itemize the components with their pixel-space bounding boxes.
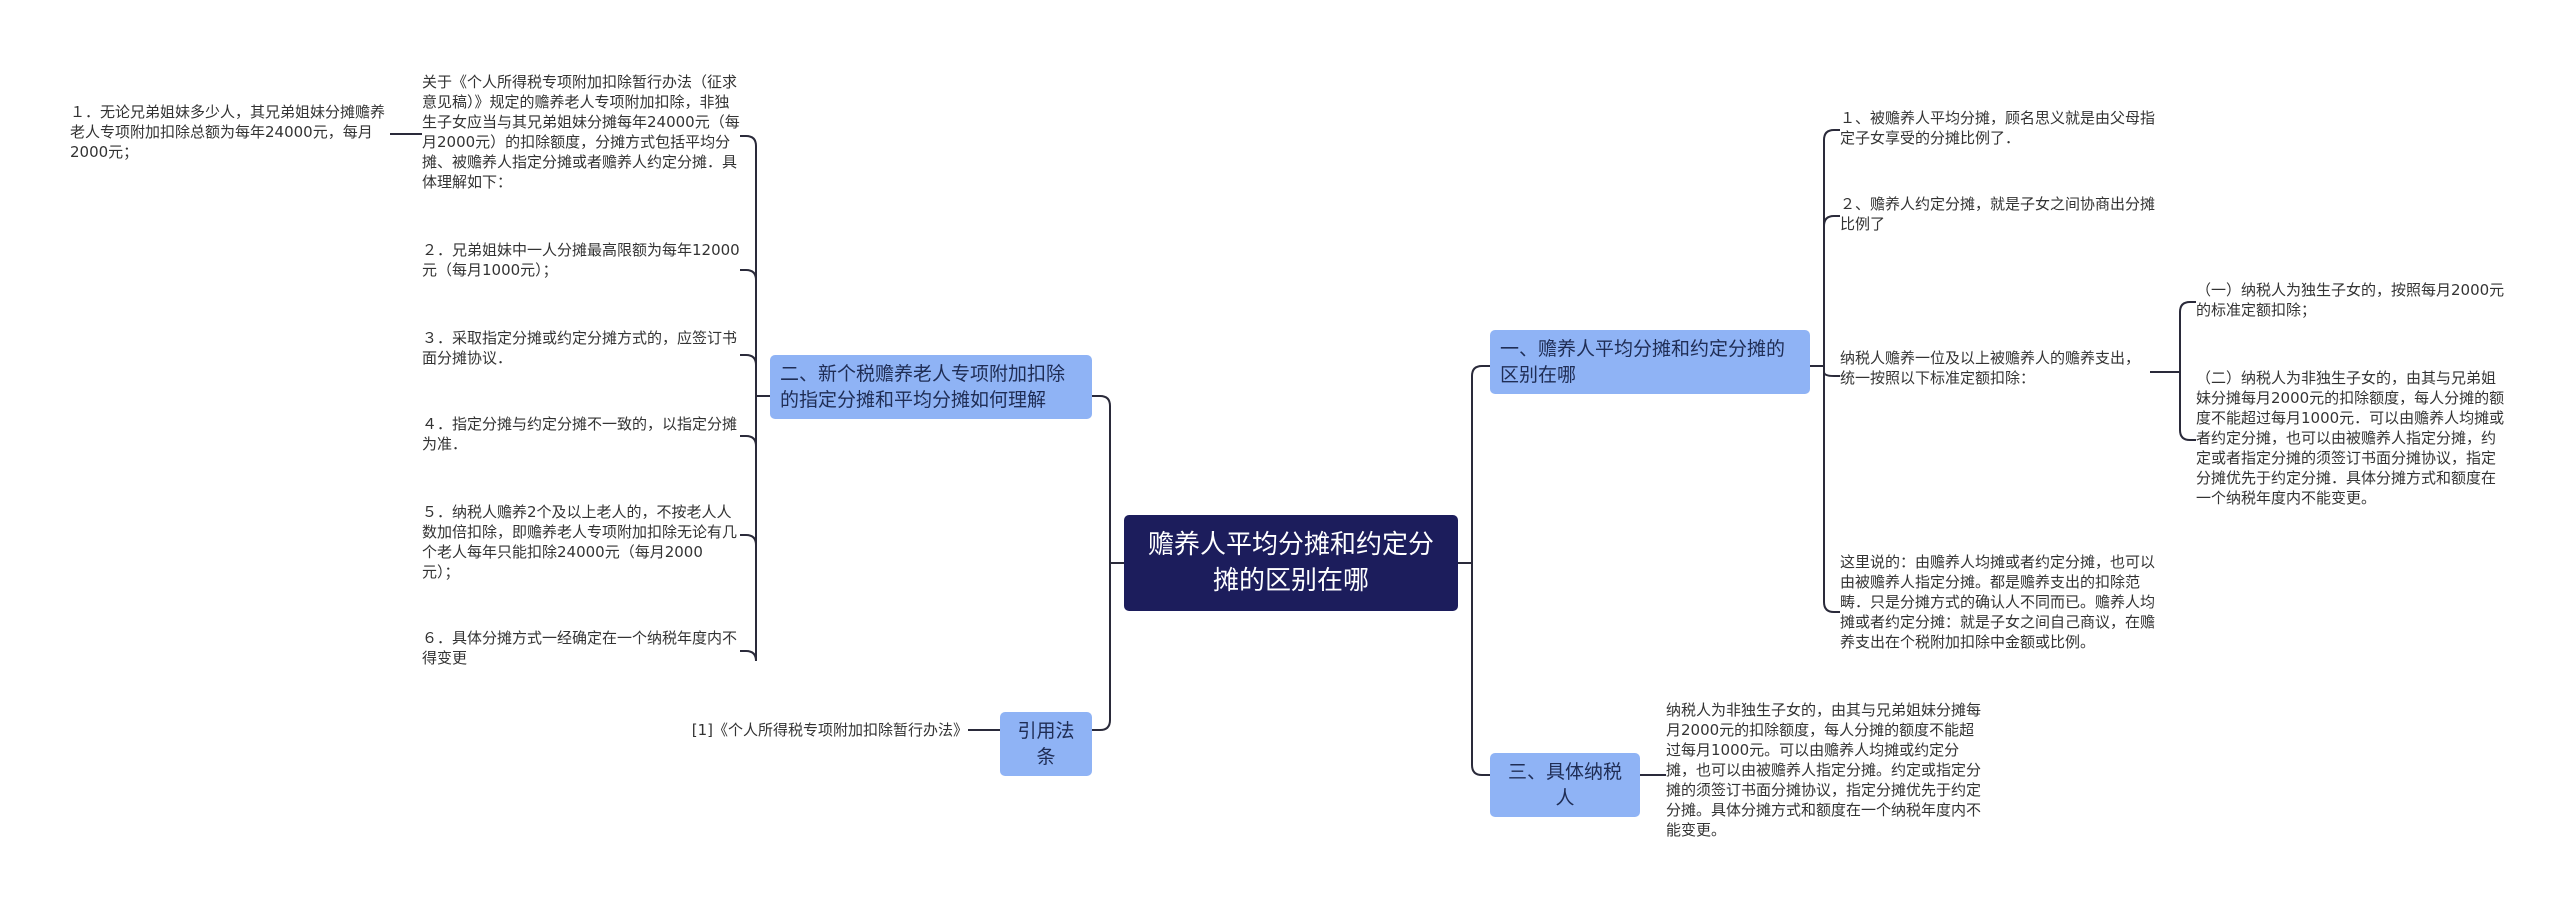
root-title: 赡养人平均分摊和约定分摊的区别在哪	[1147, 530, 1434, 596]
left-item-4: ４．指定分摊与约定分摊不一致的，以指定分摊为准．	[422, 415, 738, 453]
right-sub-item-2: （二）纳税人为非独生子女的，由其与兄弟姐妹分摊每月2000元的扣除额度，每人分摊…	[2196, 369, 2505, 507]
right-taxpayer-text: 纳税人为非独生子女的，由其与兄弟姐妹分摊每月2000元的扣除额度，每人分摊的额度…	[1666, 701, 1982, 839]
branch-left-understanding[interactable]: 二、新个税赡养老人专项附加扣除的指定分摊和平均分摊如何理解	[770, 355, 1092, 419]
left-item-6: ６．具体分摊方式一经确定在一个纳税年度内不得变更	[422, 629, 738, 667]
right-item-1: １、被赡养人平均分摊，顾名思义就是由父母指定子女享受的分摊比例了．	[1840, 109, 2156, 147]
branch-right-difference[interactable]: 一、赡养人平均分摊和约定分摊的区别在哪	[1490, 330, 1810, 394]
branch-left-citation[interactable]: 引用法条	[1000, 712, 1092, 776]
branch-right-difference-label: 一、赡养人平均分摊和约定分摊的区别在哪	[1500, 338, 1786, 386]
branch-left-understanding-label: 二、新个税赡养老人专项附加扣除的指定分摊和平均分摊如何理解	[780, 363, 1066, 411]
right-sub-item-1: （一）纳税人为独生子女的，按照每月2000元的标准定额扣除；	[2196, 281, 2505, 319]
left-item-5: ５．纳税人赡养2个及以上老人的，不按老人人数加倍扣除，即赡养老人专项附加扣除无论…	[422, 503, 738, 581]
root-topic[interactable]: 赡养人平均分摊和约定分摊的区别在哪	[1124, 515, 1458, 611]
branch-left-citation-label: 引用法条	[1017, 720, 1075, 768]
right-item-2: ２、赡养人约定分摊，就是子女之间协商出分摊比例了	[1840, 195, 2156, 233]
branch-right-taxpayer[interactable]: 三、具体纳税人	[1490, 753, 1640, 817]
right-item-3: 纳税人赡养一位及以上被赡养人的赡养支出，统一按照以下标准定额扣除：	[1840, 349, 2141, 387]
left-item-2: ２．兄弟姐妹中一人分摊最高限额为每年12000元（每月1000元）；	[422, 241, 740, 279]
left-intro-text: 关于《个人所得税专项附加扣除暂行办法（征求意见稿）》规定的赡养老人专项附加扣除，…	[422, 73, 740, 191]
citation-text: [1]《个人所得税专项附加扣除暂行办法》	[691, 721, 968, 739]
left-intro-child-text: １．无论兄弟姐妹多少人，其兄弟姐妹分摊赡养老人专项附加扣除总额为每年24000元…	[70, 103, 386, 161]
right-item-4: 这里说的：由赡养人均摊或者约定分摊，也可以由被赡养人指定分摊。都是赡养支出的扣除…	[1840, 553, 2156, 651]
branch-right-taxpayer-label: 三、具体纳税人	[1507, 761, 1622, 809]
left-item-3: ３．采取指定分摊或约定分摊方式的，应签订书面分摊协议．	[422, 329, 738, 367]
